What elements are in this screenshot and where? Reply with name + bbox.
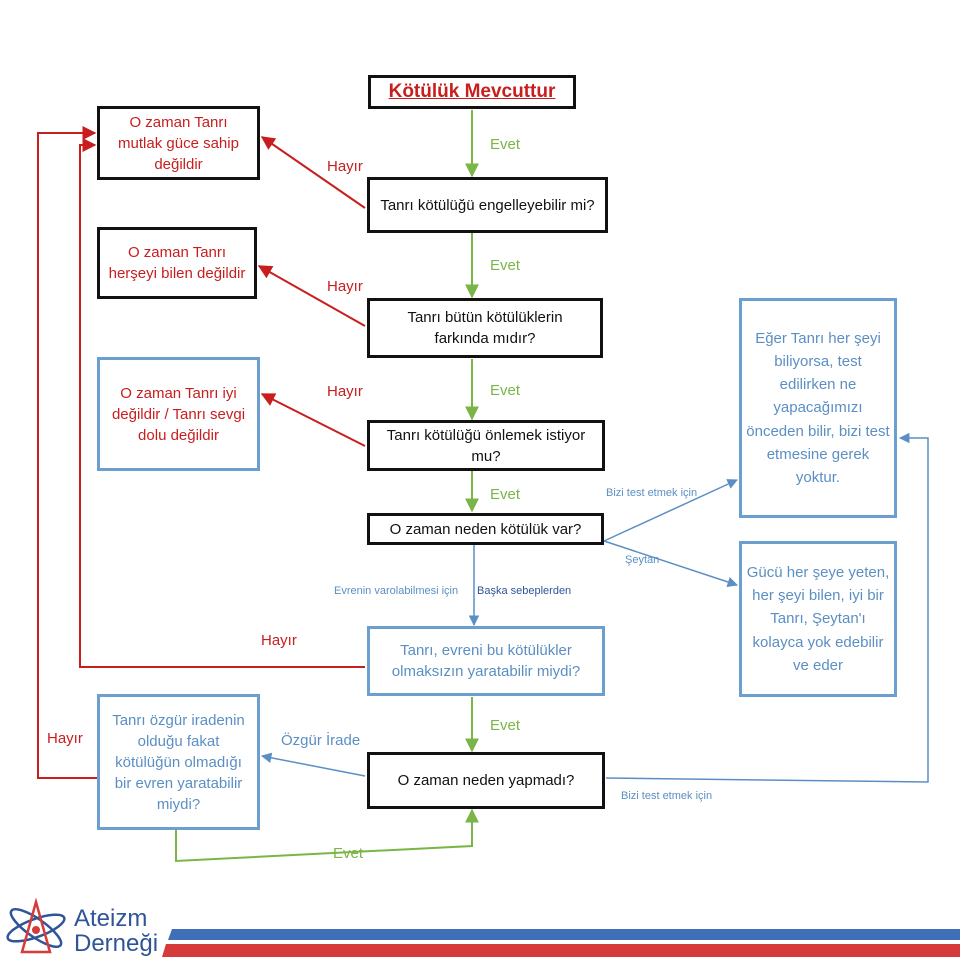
question-box-create-without-evil: Tanrı, evreni bu kötülükler olmaksızın y… [367, 626, 605, 696]
brand-line-1: Ateizm [74, 905, 148, 932]
conclusion-box-no-need-to-test: Eğer Tanrı her şeyi biliyorsa, test edil… [739, 298, 897, 518]
question-box-why-evil: O zaman neden kötülük var? [367, 513, 604, 545]
label-for-universe-to-exist: Evrenin varolabilmesi için [334, 585, 459, 597]
title-box: Kötülük Mevcuttur [368, 75, 576, 109]
arrow-q7-no-to-c1 [37, 126, 97, 779]
label-evet-6: Evet [333, 845, 364, 862]
label-satan: Şeytan [625, 554, 660, 566]
label-evet-2: Evet [490, 257, 521, 274]
conclusion-box-not-omnipotent: O zaman Tanrı mutlak güce sahip değildir [97, 106, 260, 180]
brand-logo-text: Ateizm Derneği [74, 906, 158, 956]
question-box-can-prevent: Tanrı kötülüğü engelleyebilir mi? [367, 177, 608, 233]
brand-line-2: Derneği [74, 930, 159, 957]
question-box-free-will: Tanrı özgür iradenin olduğu fakat kötülü… [97, 694, 260, 830]
conclusion-box-satan: Gücü her şeye yeten, her şeyi bilen, iyi… [739, 541, 897, 697]
label-test-us-2: Bizi test etmek için [621, 790, 713, 802]
label-evet-5: Evet [490, 717, 521, 734]
conclusion-box-not-good: O zaman Tanrı iyi değildir / Tanrı sevgi… [97, 357, 260, 471]
label-evet-4: Evet [490, 486, 521, 503]
arrow-q7-yes-to-q6 [175, 808, 479, 863]
label-hayir-4: Hayır [261, 632, 297, 649]
label-hayir-1: Hayır [327, 158, 363, 175]
label-other-reasons: Başka sebeplerden [477, 585, 572, 597]
question-box-wants-to-prevent: Tanrı kötülüğü önlemek istiyor mu? [367, 420, 605, 471]
footer-stripe-red [162, 944, 960, 957]
label-hayir-5: Hayır [47, 730, 83, 747]
arrow-q4-to-c5 [603, 540, 738, 588]
arrow-q5-no-to-c1 [79, 138, 365, 668]
label-hayir-3: Hayır [327, 383, 363, 400]
label-evet-3: Evet [490, 382, 521, 399]
label-free-will: Özgür İrade [281, 732, 361, 749]
conclusion-box-not-omniscient: O zaman Tanrı herşeyi bilen değildir [97, 227, 257, 299]
arrow-q3-no-to-c3 [260, 393, 366, 447]
question-box-aware: Tanrı bütün kötülüklerin farkında mıdır? [367, 298, 603, 358]
arrow-q4-to-c4 [603, 479, 738, 542]
footer-stripe-blue [168, 929, 960, 940]
arrow-q6-to-c4 [605, 432, 929, 783]
question-box-why-didnt: O zaman neden yapmadı? [367, 752, 605, 809]
label-test-us-1: Bizi test etmek için [606, 487, 698, 499]
arrow-q6-to-q7 [260, 752, 366, 777]
atom-logo-icon [6, 897, 66, 954]
label-hayir-2: Hayır [327, 278, 363, 295]
arrow-q2-no-to-c2 [257, 265, 366, 327]
label-evet-1: Evet [490, 136, 521, 153]
arrow-q1-no-to-c1 [260, 136, 366, 209]
